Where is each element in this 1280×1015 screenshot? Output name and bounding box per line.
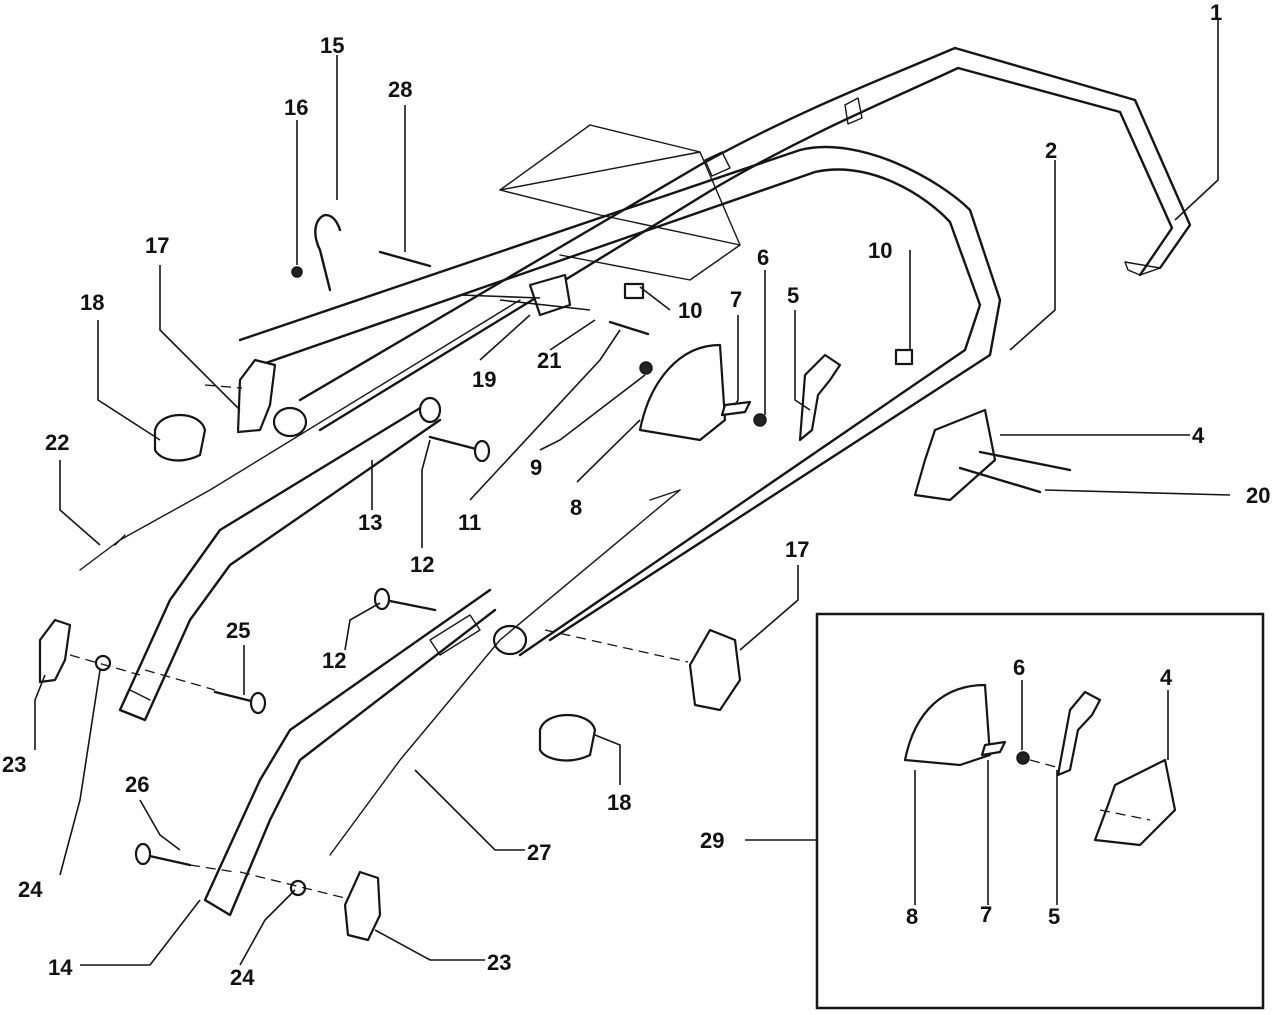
callout-8-inset: 8	[906, 904, 918, 929]
callout-4-inset: 4	[1160, 665, 1173, 690]
clip-18-left	[153, 413, 207, 462]
inset-spring-7	[980, 740, 1007, 757]
callout-19: 19	[472, 367, 496, 392]
callout-24: 24	[18, 877, 43, 902]
callout-17: 17	[145, 233, 169, 258]
callout-24-lower: 24	[230, 965, 255, 990]
callout-26: 26	[125, 772, 149, 797]
callout-5-inset: 5	[1048, 904, 1060, 929]
callout-7-inset: 7	[980, 902, 992, 927]
spacer-10-top	[623, 282, 645, 300]
inset-pin-6	[1016, 751, 1030, 765]
inset-housing-8	[903, 683, 992, 767]
callout-23: 23	[2, 752, 26, 777]
middle-handle	[238, 145, 1002, 657]
hook-15	[291, 214, 342, 292]
callout-23-right: 23	[487, 950, 511, 975]
callout-7: 7	[730, 287, 742, 312]
knob-17-right	[544, 628, 742, 712]
knob-23-left	[38, 618, 72, 684]
lower-handle-right	[203, 588, 497, 917]
washer-24-right	[239, 871, 346, 899]
housing-left-8	[638, 343, 727, 442]
callout-16: 16	[284, 95, 308, 120]
screw-21	[608, 320, 650, 336]
spacer-10-right	[894, 348, 914, 366]
nut-9	[639, 361, 653, 375]
callout-13: 13	[358, 510, 382, 535]
callout-1: 1	[1210, 0, 1222, 25]
callout-25: 25	[226, 618, 250, 643]
callout-20: 20	[1246, 483, 1270, 508]
callout-labels: 1 2 4 4 5 5 6 6 7 7 8 8 9 10 10 11 12 12…	[2, 0, 1270, 990]
callout-9: 9	[530, 455, 542, 480]
clip-18-right	[538, 713, 597, 762]
lever-5	[798, 353, 842, 442]
control-plate-outline	[499, 124, 741, 281]
lower-handle-left	[118, 396, 442, 722]
callout-10: 10	[678, 298, 702, 323]
callout-12-lower: 12	[322, 648, 346, 673]
cable-bracket	[459, 273, 591, 317]
callout-12: 12	[410, 552, 434, 577]
callout-4: 4	[1192, 423, 1205, 448]
callout-29: 29	[700, 828, 724, 853]
callout-27: 27	[527, 840, 551, 865]
callout-22: 22	[45, 430, 69, 455]
knob-17-left	[204, 358, 277, 434]
callout-8: 8	[570, 495, 582, 520]
knob-23-right	[343, 870, 382, 942]
callout-6-inset: 6	[1013, 655, 1025, 680]
inset-lever-5	[1056, 690, 1102, 777]
callout-17-right: 17	[785, 537, 809, 562]
bolt-12-bottom	[373, 587, 437, 612]
spring-7	[720, 400, 752, 417]
housing-right-4	[913, 408, 1072, 502]
callout-2: 2	[1045, 138, 1057, 163]
leader-lines	[34, 20, 1231, 966]
washer-24-left	[69, 654, 141, 676]
callout-15: 15	[320, 33, 344, 58]
callout-10-right: 10	[868, 238, 892, 263]
bolt-12-top	[428, 435, 491, 463]
callout-14: 14	[48, 955, 73, 980]
bolt-25	[144, 669, 267, 715]
bolt-28	[378, 250, 432, 268]
cables	[79, 299, 681, 856]
pin-6	[753, 413, 767, 427]
callout-18-right: 18	[607, 790, 631, 815]
bolt-26	[134, 842, 236, 873]
callout-28: 28	[388, 77, 412, 102]
callout-21: 21	[537, 348, 561, 373]
inset-box	[815, 612, 1265, 1010]
callout-11: 11	[458, 510, 481, 535]
callout-5: 5	[787, 283, 799, 308]
inset-housing-4	[1093, 758, 1177, 847]
callout-18: 18	[80, 290, 104, 315]
callout-6: 6	[757, 245, 769, 270]
upper-handle-bar	[298, 46, 1192, 432]
